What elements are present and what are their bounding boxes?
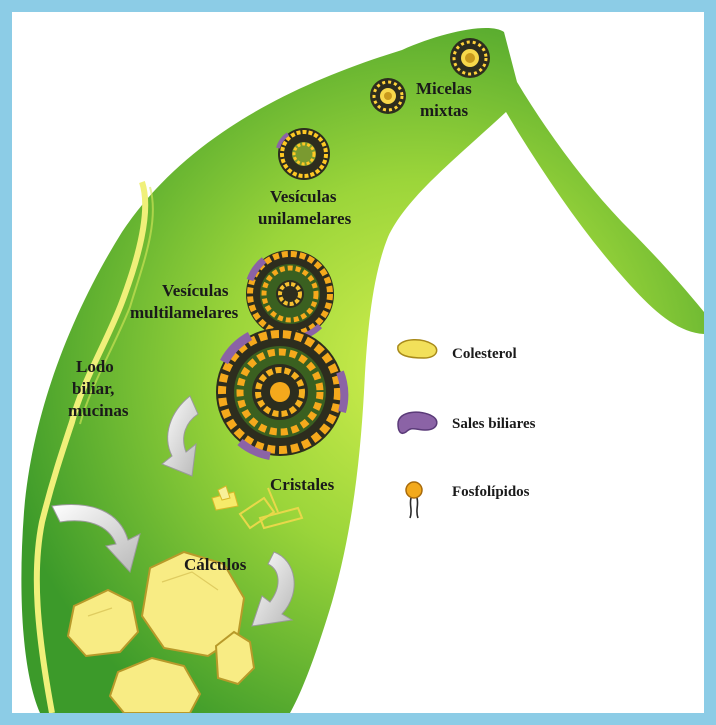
cholesterol-icon xyxy=(398,340,437,358)
unilamellar-vesicle xyxy=(278,128,330,180)
label-crystals: Cristales xyxy=(270,475,335,494)
micelle-large xyxy=(450,38,490,78)
multilamellar-vesicle-2 xyxy=(216,328,344,456)
label-sludge-line1: Lodo xyxy=(76,357,114,376)
legend-label-bile-salts: Sales biliares xyxy=(452,416,536,432)
legend-label-cholesterol: Colesterol xyxy=(452,346,517,362)
label-micelles-line2: mixtas xyxy=(420,101,469,120)
bile-salt-icon xyxy=(398,412,437,433)
phospholipid-icon xyxy=(406,482,422,518)
label-sludge-line3: mucinas xyxy=(68,401,129,420)
label-unilamellar-line2: unilamelares xyxy=(258,209,352,228)
label-stones: Cálculos xyxy=(184,555,247,574)
micelle-small xyxy=(370,78,406,114)
legend: Colesterol Sales biliares Fosfolípidos xyxy=(398,340,536,518)
label-micelles-line1: Micelas xyxy=(416,79,472,98)
multilamellar-vesicle-1 xyxy=(246,250,334,338)
label-unilamellar-line1: Vesículas xyxy=(270,187,337,206)
legend-item-phospholipids: Fosfolípidos xyxy=(406,482,530,518)
legend-label-phospholipids: Fosfolípidos xyxy=(452,484,530,500)
label-multilamellar-line2: multilamelares xyxy=(130,303,239,322)
legend-item-cholesterol: Colesterol xyxy=(398,340,517,362)
gallbladder-diagram: Micelas mixtas Vesículas unilamelares Ve… xyxy=(12,12,704,713)
label-multilamellar-line1: Vesículas xyxy=(162,281,229,300)
label-sludge-line2: biliar, xyxy=(72,379,114,398)
legend-item-bile-salts: Sales biliares xyxy=(398,412,536,433)
